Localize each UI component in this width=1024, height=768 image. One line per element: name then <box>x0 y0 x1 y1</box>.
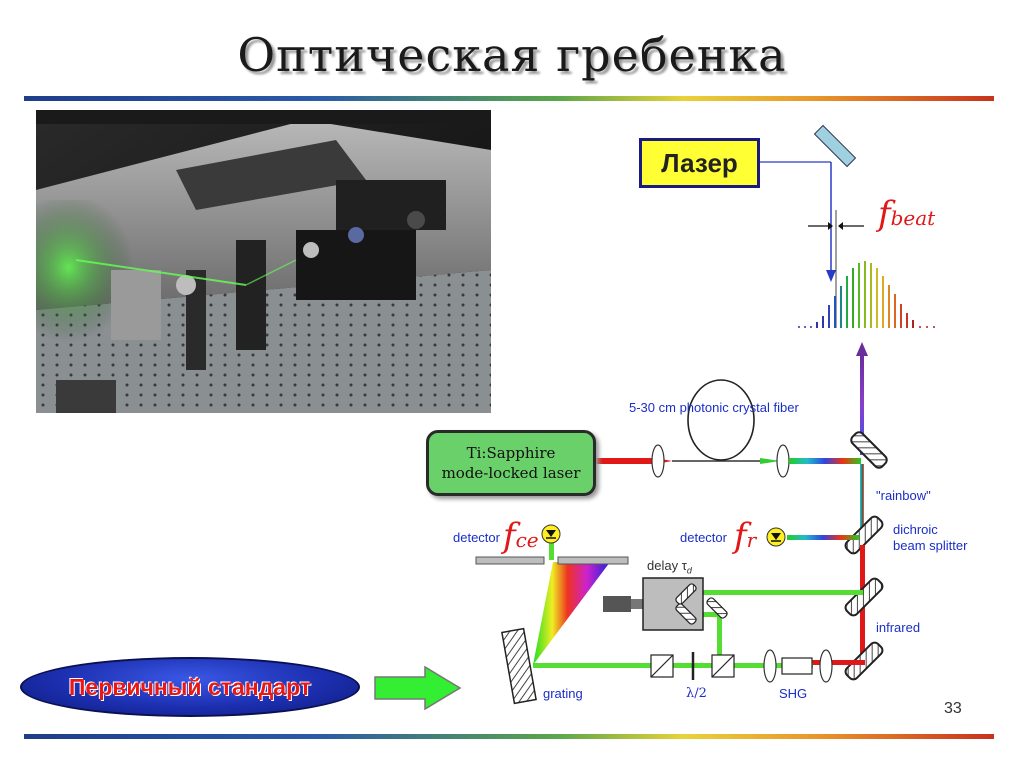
infrared-label: infrared <box>876 620 921 635</box>
green-beam-delay-out <box>717 612 722 667</box>
shg-crystal <box>781 657 813 675</box>
green-arrow <box>374 665 462 711</box>
lab-setup-photo <box>36 110 491 413</box>
delay-label: delay τd <box>647 558 692 576</box>
beam-up-arrowhead <box>856 342 868 356</box>
detector-plate-right <box>557 556 629 565</box>
delay-motor-shaft <box>631 599 643 609</box>
red-input-beam <box>596 458 656 464</box>
delay-mirror-3 <box>706 597 728 619</box>
f-r-label: fr <box>734 516 756 556</box>
f-ce-label: fce <box>503 516 539 556</box>
dichroic-label-line-2: beam splitter <box>893 538 968 553</box>
title-rule <box>24 96 994 101</box>
footer-rule <box>24 734 994 739</box>
grating-label: grating <box>543 686 583 701</box>
delay-label-sub: d <box>686 565 692 576</box>
green-beam-link <box>695 612 720 617</box>
f-r-sub: r <box>746 528 757 552</box>
f-r-base: f <box>734 516 747 556</box>
grating <box>501 627 537 705</box>
f-beat-label: fbeat <box>878 194 935 234</box>
shg-lens-1 <box>763 649 777 683</box>
red-beam-to-shg <box>810 660 865 665</box>
rainbow-label: "rainbow" <box>876 488 931 503</box>
mirror-top <box>813 124 857 168</box>
ti-sapphire-line-2: mode-locked laser <box>441 464 581 482</box>
detector-fr-diode <box>771 533 781 540</box>
laser-arrowhead <box>826 270 836 282</box>
fbeat-arrowhead-right <box>838 222 843 230</box>
slide-title: Оптическая гребенка <box>237 28 787 82</box>
delay-mirror-2 <box>675 603 697 625</box>
primary-standard-badge: Первичный стандарт <box>20 657 360 717</box>
dichroic-label-line-1: dichroic <box>893 522 938 537</box>
delay-mirror-1 <box>675 583 697 605</box>
fbeat-arrowhead-left <box>828 222 833 230</box>
fiber-loop <box>687 379 755 461</box>
green-beam-top <box>693 590 863 595</box>
mirror-rainbow <box>850 431 888 469</box>
detector-fce-label: detector <box>453 530 500 545</box>
green-to-detector <box>549 542 554 560</box>
laser-label: Лазер <box>661 147 738 178</box>
rainbow-beam <box>789 458 861 464</box>
polarizer-1-diag <box>650 654 674 678</box>
detector-plate-left <box>475 556 545 565</box>
rainbow-beam-down <box>860 464 864 536</box>
dichroic-beam-splitter <box>844 515 884 555</box>
shg-label: SHG <box>779 686 808 701</box>
dichroic-label: dichroic beam splitter <box>893 522 967 554</box>
laser-box: Лазер <box>639 138 760 188</box>
collimating-lens <box>776 444 790 478</box>
polarizer-2-diag <box>711 654 735 678</box>
f-beat-sub: beat <box>890 206 936 230</box>
fiber-output-taper <box>760 458 780 464</box>
primary-standard-label: Первичный стандарт <box>68 673 312 700</box>
ti-sapphire-line-1: Ti:Sapphire <box>466 444 556 462</box>
f-beat-base: f <box>878 194 891 234</box>
rainbow-beam-up <box>860 355 864 455</box>
coupling-lens <box>651 444 665 478</box>
fr-beam <box>787 535 859 540</box>
grating-dispersed-fan <box>533 562 610 665</box>
shg-lens-2 <box>819 649 833 683</box>
detector-fr-label: detector <box>680 530 727 545</box>
fiber-label: 5-30 cm photonic crystal fiber <box>629 400 799 415</box>
ti-sapphire-laser-box: Ti:Sapphire mode-locked laser <box>426 430 596 496</box>
delay-label-text: delay τ <box>647 558 687 573</box>
half-wave-label: λ/2 <box>686 686 707 701</box>
comb-spectrum <box>798 261 935 328</box>
page-number: 33 <box>944 700 962 714</box>
delay-motor <box>603 596 631 612</box>
detector-fce-diode <box>546 530 556 537</box>
f-ce-sub: ce <box>515 528 539 552</box>
f-ce-base: f <box>503 516 516 556</box>
